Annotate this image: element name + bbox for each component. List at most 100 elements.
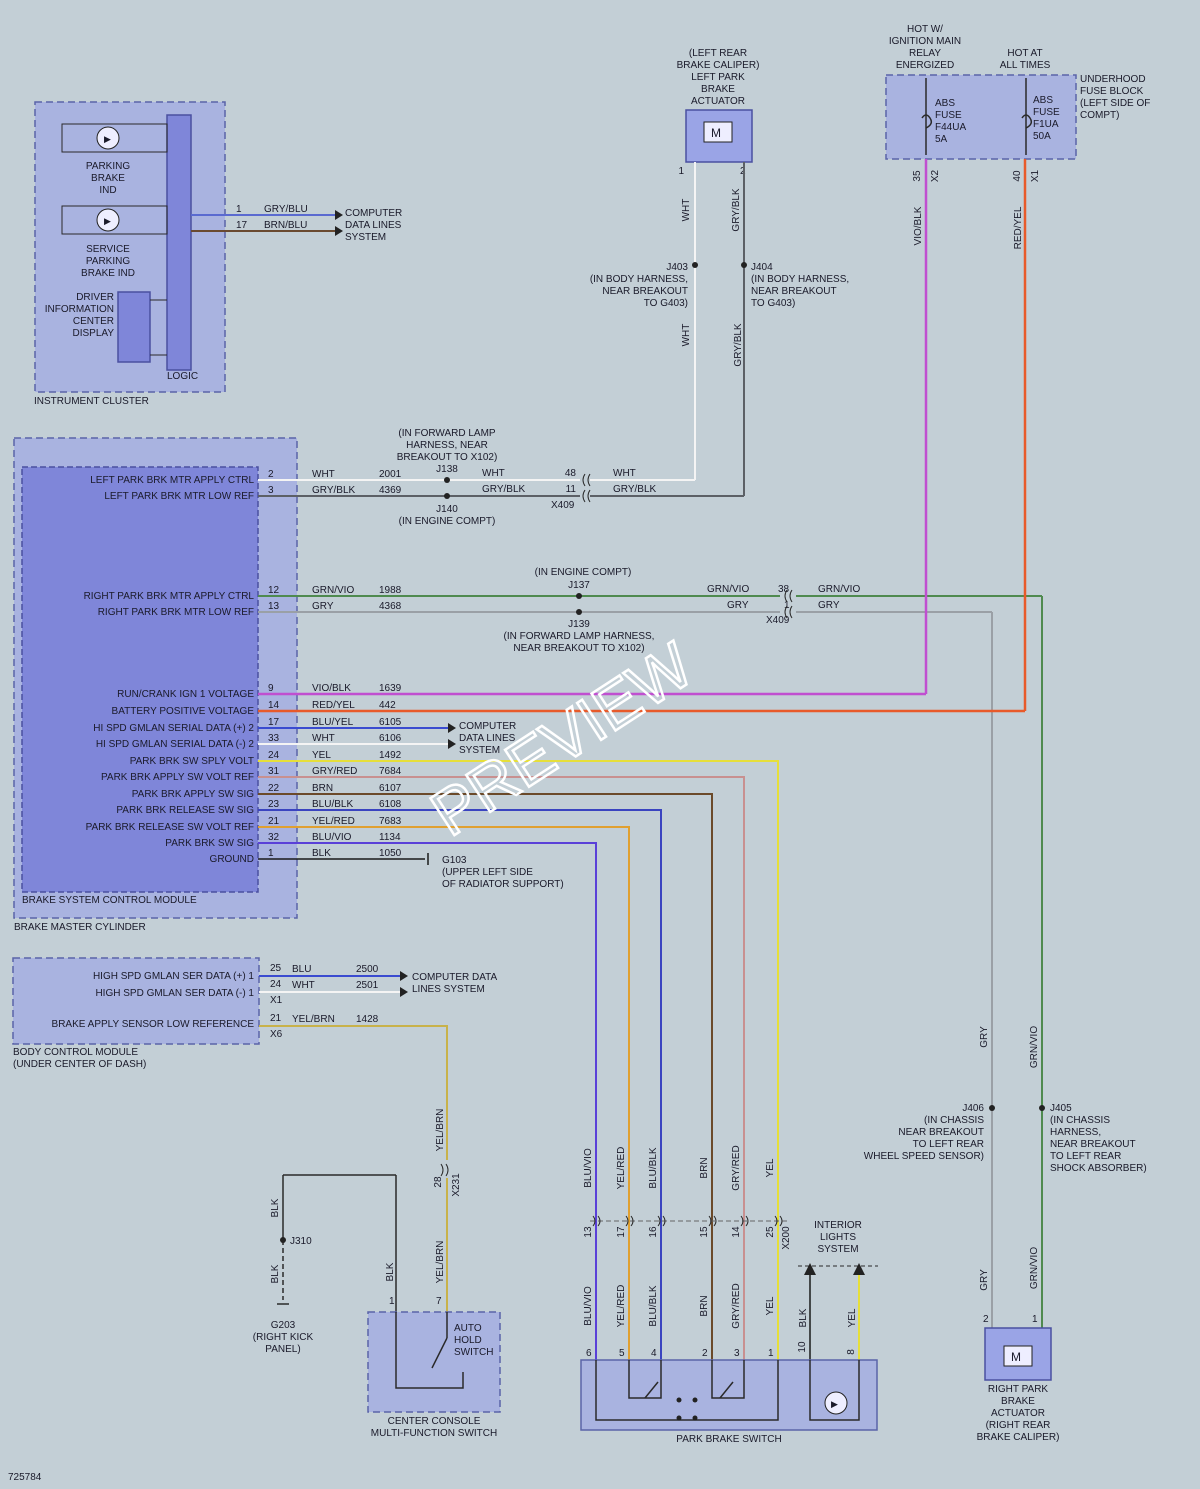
x409b-out-1: GRY [818,600,840,611]
instrument-cluster: LOGIC ▶ PARKING BRAKE IND ▶ SERVICE PARK… [34,101,402,407]
ah-sw-2: HOLD [454,1335,482,1346]
bscm-circuit: 1639 [379,683,402,694]
bcm-dest-1: COMPUTER DATA [412,972,498,983]
g203-t1: G203 [271,1320,296,1331]
service-ind-frame [61,205,168,235]
j138-note-1: (IN FORWARD LAMP [398,428,496,439]
bscm-signal-label: PARK BRK SW SPLY VOLT [130,756,254,767]
j403-l3: NEAR BREAKOUT [602,286,688,297]
x409-bot-connector-icon [784,589,793,619]
g103-3: OF RADIATOR SUPPORT) [442,879,564,890]
j406-1: J406 [962,1103,984,1114]
pbs-wire-label-bot: GRY/RED [731,1283,742,1328]
g203-ground: BLK J310 BLK G203 (RIGHT KICK PANEL) [253,1198,314,1355]
bcm-wc-1: WHT [292,980,315,991]
pbs-wire-labels: BLU/VIO13BLU/VIO6YEL/RED17YEL/RED5BLU/BL… [583,1145,783,1359]
bscm-pin: 33 [268,733,280,744]
pbs-title: PARK BRAKE SWITCH [676,1434,781,1445]
pbs-pin: 5 [619,1348,625,1359]
fuse2-icon [1021,114,1033,129]
instrument-cluster-title: INSTRUMENT CLUSTER [34,396,149,407]
bcm-conn-x1: X1 [270,995,283,1006]
fuse2-l1: ABS [1033,95,1053,106]
ra-wire1-a: GRY [979,1026,990,1048]
hot-ign-4: ENERGIZED [896,60,954,71]
il-wire-blk: BLK [798,1308,809,1327]
bscm-signal-label: LEFT PARK BRK MTR APPLY CTRL [90,475,254,486]
hot-ign-2: IGNITION MAIN [889,36,961,47]
ic-wire-2-color: BRN/BLU [264,220,307,231]
ic-dest-l2: DATA LINES [345,220,402,231]
bscm-pin: 3 [268,485,274,496]
x200-connector-icon [708,1215,717,1227]
parking-ind-frame [61,123,168,153]
w-1492 [258,760,779,1360]
pbs-wire-label-top: YEL/RED [616,1147,627,1190]
g103-1: G103 [442,855,467,866]
x409t-in-0: WHT [482,468,505,479]
cc-wire-label-b: YEL/BRN [435,1241,446,1284]
bscm-wire-color: BLK [312,848,331,859]
fuse2-l3: F1UA [1033,119,1059,130]
underhood-fuse-block: HOT W/ IGNITION MAIN RELAY ENERGIZED HOT… [885,24,1150,249]
bscm-signal-label: RIGHT PARK BRK MTR APPLY CTRL [84,591,255,602]
bscm-circuit: 1492 [379,750,402,761]
service-ind-l1: SERVICE [86,244,130,255]
parking-brake-lamp-icon [96,126,120,150]
x409t-conn: X409 [551,500,575,511]
bcm-title-2: (UNDER CENTER OF DASH) [13,1059,146,1070]
j405-3: HARNESS, [1050,1127,1101,1138]
parking-ind-l3: IND [99,185,116,196]
bscm-pin: 17 [268,717,280,728]
cc-switch-loop [395,1312,464,1389]
bscm-wire-color: BRN [312,783,333,794]
bscm-wires [258,159,1043,1360]
bscm-signal-label: PARK BRK APPLY SW SIG [132,789,254,800]
arrow-2501 [400,987,408,997]
arrow-data-1 [335,210,343,220]
pbs-pin: 4 [651,1348,657,1359]
bscm-wire-color: BLU/BLK [312,799,353,810]
ic-pin-1: 1 [236,204,242,215]
body-control-module: HIGH SPD GMLAN SER DATA (+) 1 HIGH SPD G… [12,957,498,1160]
fuse-block-box [885,74,1077,160]
x409b-conn: X409 [766,615,790,626]
j405-1: J405 [1050,1103,1072,1114]
j404-l3: NEAR BREAKOUT [751,286,837,297]
bcm-cir-0: 2500 [356,964,379,975]
bcm-pin-1: 24 [270,979,282,990]
ic-dest-l1: COMPUTER [345,208,402,219]
fuse-title-4: COMPT) [1080,110,1119,121]
dic-l1: DRIVER [76,292,114,303]
pbs-wire-label-top: GRY/RED [731,1145,742,1190]
j139-label: J139 [568,619,590,630]
bscm-circuit: 2001 [379,469,402,480]
j137-label: J137 [568,580,590,591]
fuse-title-1: UNDERHOOD [1080,74,1146,85]
w-7683 [258,826,630,1360]
splice-labels: (IN FORWARD LAMP HARNESS, NEAR BREAKOUT … [397,428,861,890]
bcm-conn-x6: X6 [270,1029,283,1040]
lc-title-1: (LEFT REAR [689,48,747,59]
x409b-pin-0: 38 [778,584,790,595]
bscm-pin: 9 [268,683,274,694]
pbs-wire-label-bot: BRN [699,1295,710,1316]
hot-ign-3: RELAY [909,48,941,59]
bscm-pin: 32 [268,832,280,843]
parking-lamp-glyph: ▶ [104,134,111,144]
bscm-pin: 22 [268,783,280,794]
j404-l1: J404 [751,262,773,273]
bscm-circuit: 6106 [379,733,402,744]
pbs-x200-pin: 13 [583,1226,594,1238]
bscm-pin: 21 [268,816,280,827]
apply-switch-icon [644,1381,659,1399]
g203-t3: PANEL) [265,1344,300,1355]
il-wire-yel: YEL [847,1308,858,1327]
lc-wire1-label-b: WHT [681,324,692,347]
pbs-contact-4 [692,1415,698,1421]
x200-label: X200 [781,1226,792,1250]
ic-wire-1-color: GRY/BLU [264,204,308,215]
j405-6: SHOCK ABSORBER) [1050,1163,1147,1174]
j137-dot [576,593,582,599]
w-6108 [258,809,662,1360]
